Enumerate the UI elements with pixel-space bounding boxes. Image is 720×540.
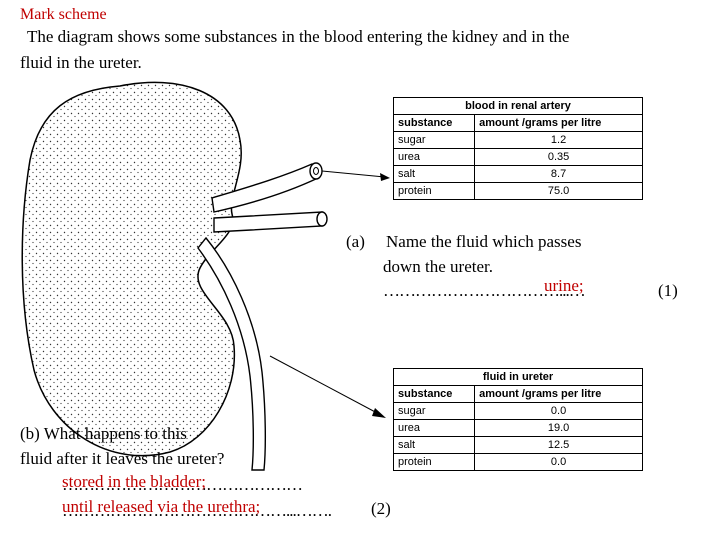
arrow-to-artery-table xyxy=(322,171,384,177)
table-caption: blood in renal artery xyxy=(394,98,643,115)
table-row: urea 19.0 xyxy=(394,420,643,437)
column-header: substance xyxy=(394,115,475,132)
substance-cell: sugar xyxy=(394,403,475,420)
substance-cell: salt xyxy=(394,166,475,183)
substance-cell: salt xyxy=(394,437,475,454)
substance-cell: urea xyxy=(394,149,475,166)
renal-artery-table: blood in renal artery substance amount /… xyxy=(393,97,643,200)
question-b-marks: (2) xyxy=(371,499,391,519)
table-caption: fluid in ureter xyxy=(394,369,643,386)
table-row: sugar 1.2 xyxy=(394,132,643,149)
amount-cell: 75.0 xyxy=(475,183,643,200)
question-a-label: (a) xyxy=(346,232,365,252)
amount-cell: 12.5 xyxy=(475,437,643,454)
question-b-text-line2: fluid after it leaves the ureter? xyxy=(20,449,224,469)
table-row: urea 0.35 xyxy=(394,149,643,166)
amount-cell: 0.0 xyxy=(475,454,643,471)
question-b-answer-line2: until released via the urethra; xyxy=(62,497,260,517)
intro-text-line2: fluid in the ureter. xyxy=(20,53,142,73)
intro-text-line1: The diagram shows some substances in the… xyxy=(27,27,569,47)
amount-cell: 19.0 xyxy=(475,420,643,437)
question-a-marks: (1) xyxy=(658,281,678,301)
amount-cell: 0.0 xyxy=(475,403,643,420)
amount-cell: 1.2 xyxy=(475,132,643,149)
substance-cell: urea xyxy=(394,420,475,437)
table-row: protein 0.0 xyxy=(394,454,643,471)
substance-cell: protein xyxy=(394,183,475,200)
table-row: protein 75.0 xyxy=(394,183,643,200)
kidney-shape xyxy=(22,82,241,455)
table-row: salt 12.5 xyxy=(394,437,643,454)
question-a-answer: urine; xyxy=(544,276,584,296)
question-a-text-line1: Name the fluid which passes xyxy=(386,232,581,252)
table-row: sugar 0.0 xyxy=(394,403,643,420)
table-row: salt 8.7 xyxy=(394,166,643,183)
question-b-answer-line1: stored in the bladder; xyxy=(62,472,206,492)
artery-opening xyxy=(310,163,322,179)
column-header: substance xyxy=(394,386,475,403)
column-header: amount /grams per litre xyxy=(475,115,643,132)
column-header: amount /grams per litre xyxy=(475,386,643,403)
question-a-text-line2: down the ureter. xyxy=(383,257,493,277)
question-b-text-line1: (b) What happens to this xyxy=(20,424,187,444)
amount-cell: 8.7 xyxy=(475,166,643,183)
arrow-to-ureter-table xyxy=(270,356,379,414)
ureter-fluid-table: fluid in ureter substance amount /grams … xyxy=(393,368,643,471)
amount-cell: 0.35 xyxy=(475,149,643,166)
mark-scheme-heading: Mark scheme xyxy=(20,6,107,24)
substance-cell: sugar xyxy=(394,132,475,149)
substance-cell: protein xyxy=(394,454,475,471)
